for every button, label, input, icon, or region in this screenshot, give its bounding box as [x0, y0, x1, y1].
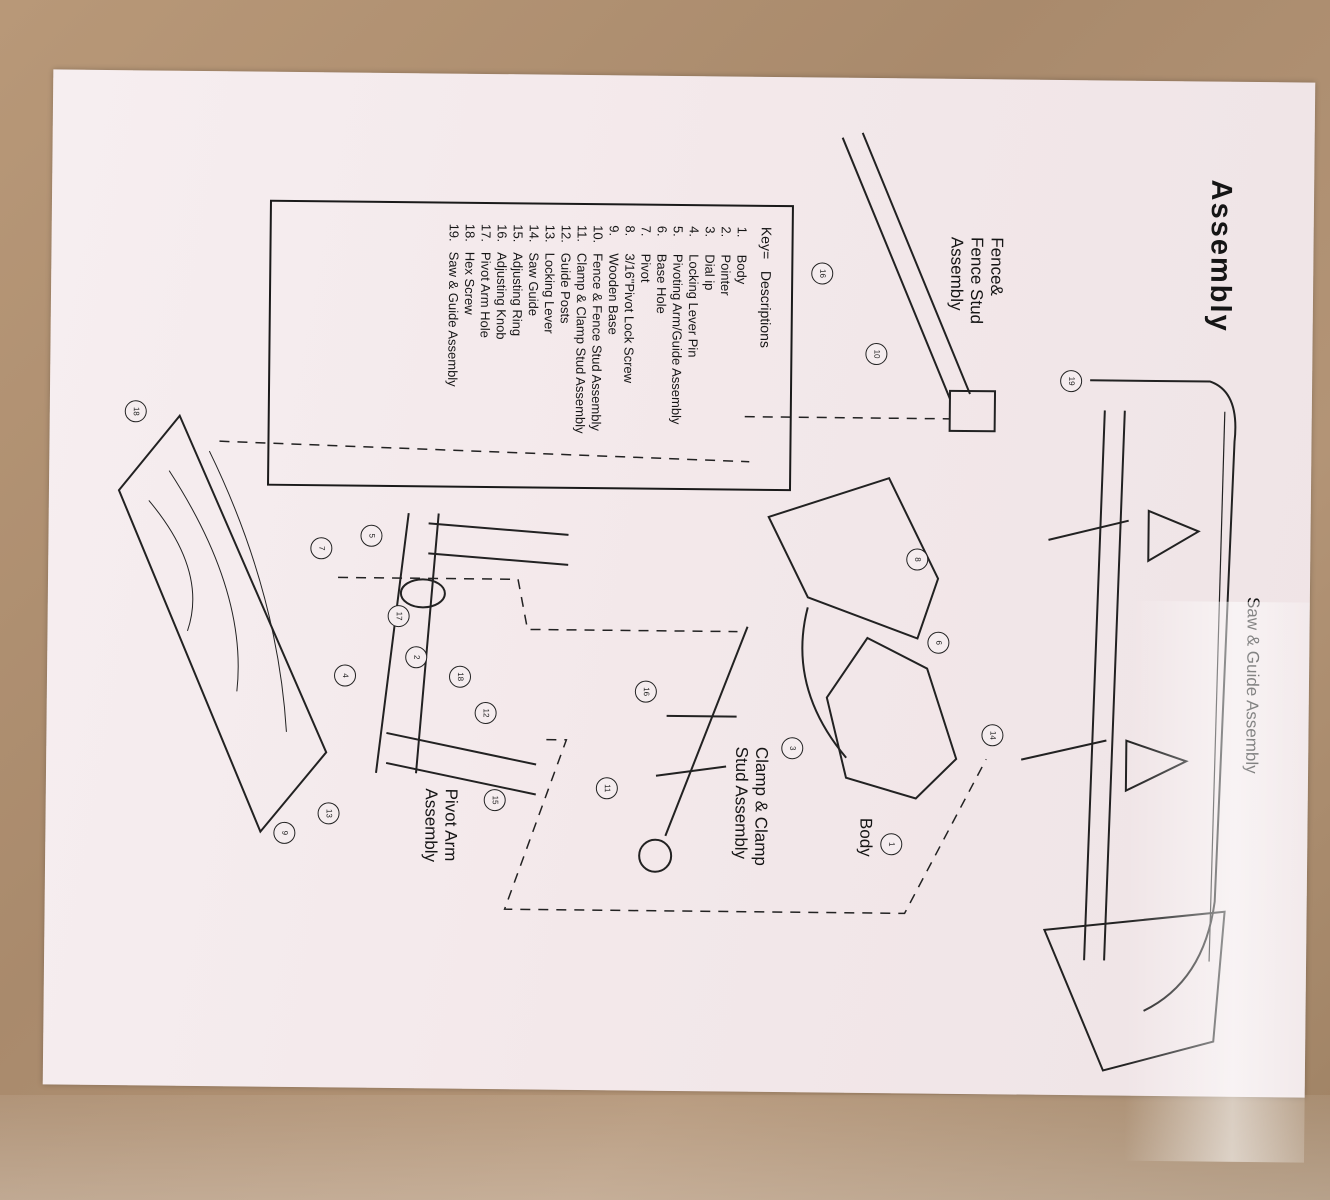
fence-plate — [948, 389, 997, 433]
saw-blade — [1208, 411, 1226, 962]
parts-key-table: Key= Descriptions 1.Body 2.Pointer 3.Dia… — [267, 199, 794, 492]
callout-11: 11 — [595, 777, 618, 800]
saw-guide-label: Saw & Guide Assembly — [1242, 596, 1263, 774]
pivot-arm — [375, 513, 440, 774]
saw-handle — [1042, 910, 1226, 1072]
clamp-knob — [638, 838, 673, 873]
clamp-rod — [655, 714, 737, 777]
mitre-body-lower — [825, 636, 958, 800]
callout-10: 10 — [865, 342, 888, 366]
body-label: Body — [856, 817, 876, 857]
key-row: 5.Pivoting Arm/Guide Assembly — [668, 225, 686, 425]
pivot-posts-lower — [385, 731, 537, 796]
callout-9: 9 — [273, 821, 296, 844]
clamp-stud — [664, 626, 749, 837]
guide-bar — [1083, 410, 1126, 961]
callout-1: 1 — [880, 833, 903, 856]
key-row: 16.Adjusting Knob — [493, 224, 510, 340]
instruction-sheet: Assembly Fence& Fence Stud Assembly Saw … — [42, 69, 1316, 1163]
callout-6: 6 — [927, 631, 950, 654]
key-row: 3.Dial ip — [702, 226, 718, 291]
dial-arc — [801, 607, 847, 759]
callout-3: 3 — [781, 737, 804, 760]
callout-18: 18 — [448, 665, 472, 688]
page-title: Assembly — [1203, 179, 1238, 333]
key-row: 1.Body — [734, 226, 750, 285]
callout-5: 5 — [360, 524, 383, 547]
key-row: 9.Wooden Base — [605, 225, 622, 335]
key-row: 15.Adjusting Ring — [509, 224, 526, 337]
key-row: 13.Locking Lever — [541, 224, 558, 334]
guide-yoke-lower — [1020, 739, 1189, 793]
callout-8: 8 — [906, 548, 929, 571]
key-row: 19.Saw & Guide Assembly — [445, 223, 462, 387]
fence-label: Fence& Fence Stud Assembly — [946, 236, 1007, 325]
surface-reflection — [0, 1095, 1330, 1200]
pivot-disc — [399, 578, 446, 609]
callout-12: 12 — [474, 701, 497, 725]
callout-2: 2 — [405, 646, 428, 669]
wooden-base — [117, 413, 328, 834]
mitre-body-upper — [767, 476, 940, 640]
key-row: 10.Fence & Fence Stud Assembly — [588, 225, 606, 431]
key-row: 11.Clamp & Clamp Stud Assembly — [572, 224, 590, 434]
key-list: 1.Body 2.Pointer 3.Dial ip 4.Locking Lev… — [444, 224, 750, 436]
exploded-diagram — [117, 132, 1237, 1072]
callout-18b: 18 — [124, 400, 147, 423]
fence-rods — [841, 132, 971, 400]
callout-15: 15 — [483, 788, 506, 812]
key-row: 18.Hex Screw — [461, 223, 478, 315]
key-row: 4.Locking Lever Pin — [685, 226, 702, 358]
key-row: 17.Pivot Arm Hole — [477, 223, 494, 339]
key-row: 7.Pivot — [638, 225, 654, 283]
callout-19: 19 — [1060, 369, 1083, 393]
pivot-posts-upper — [428, 522, 569, 566]
key-row: 14.Saw Guide — [525, 224, 542, 317]
key-header: Key= Descriptions — [757, 226, 775, 348]
clamp-label: Clamp & Clamp Stud Assembly — [731, 746, 772, 867]
callout-14: 14 — [981, 724, 1004, 747]
key-row: 8.3/16"Pivot Lock Screw — [621, 225, 638, 384]
callout-16b: 16 — [634, 680, 657, 703]
callout-7: 7 — [310, 537, 333, 560]
wood-grain — [148, 450, 287, 732]
callout-13: 13 — [317, 802, 340, 825]
guide-yoke-upper — [1048, 509, 1201, 563]
callout-16: 16 — [811, 262, 834, 285]
pivot-arm-label: Pivot Arm Assembly — [421, 788, 461, 863]
key-row: 2.Pointer — [718, 226, 734, 296]
callout-17: 17 — [387, 604, 410, 628]
callout-4: 4 — [333, 664, 357, 687]
